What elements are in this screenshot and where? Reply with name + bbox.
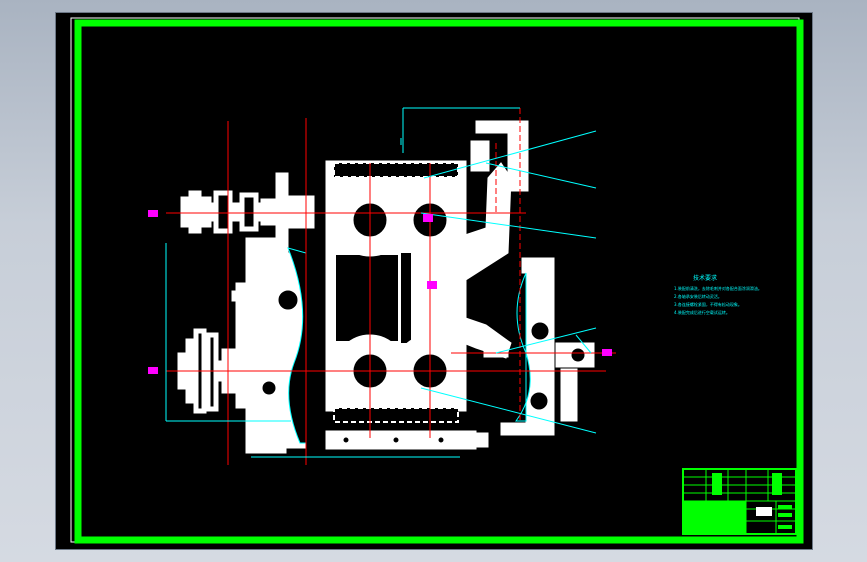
section-markers xyxy=(148,210,612,374)
left-housing-plate xyxy=(235,172,307,454)
tech-notes-title: 技术要求 xyxy=(693,274,717,282)
tech-note-line: 1.装配前清洗，去除毛刺并对各配合面涂润滑油。 xyxy=(674,285,762,291)
title-block xyxy=(682,468,797,535)
bracket-top xyxy=(475,120,529,192)
tech-note-line: 4.装配完成后进行空载试运转。 xyxy=(674,309,730,315)
tech-note-line: 3.各连接螺栓紧固，不得有松动现象。 xyxy=(674,301,742,307)
tech-note-line: 2.各轴承安装后转动灵活。 xyxy=(674,293,722,299)
dimension-lines xyxy=(165,107,597,458)
right-frame xyxy=(500,257,555,436)
cad-drawing-sheet: 技术要求 1.装配前清洗，去除毛刺并对各配合面涂润滑油。 2.各轴承安装后转动灵… xyxy=(70,17,804,544)
mechanism-assembly xyxy=(177,120,595,454)
swing-arm-upper xyxy=(455,162,512,284)
upper-input-shaft xyxy=(180,190,315,234)
technical-notes: 技术要求 1.装配前清洗，去除毛刺并对各配合面涂润滑油。 2.各轴承安装后转动灵… xyxy=(674,274,762,315)
center-lines xyxy=(166,108,616,465)
drawing-border xyxy=(74,19,804,544)
cad-viewport[interactable]: 技术要求 1.装配前清洗，去除毛刺并对各配合面涂润滑油。 2.各轴承安装后转动灵… xyxy=(56,13,812,549)
